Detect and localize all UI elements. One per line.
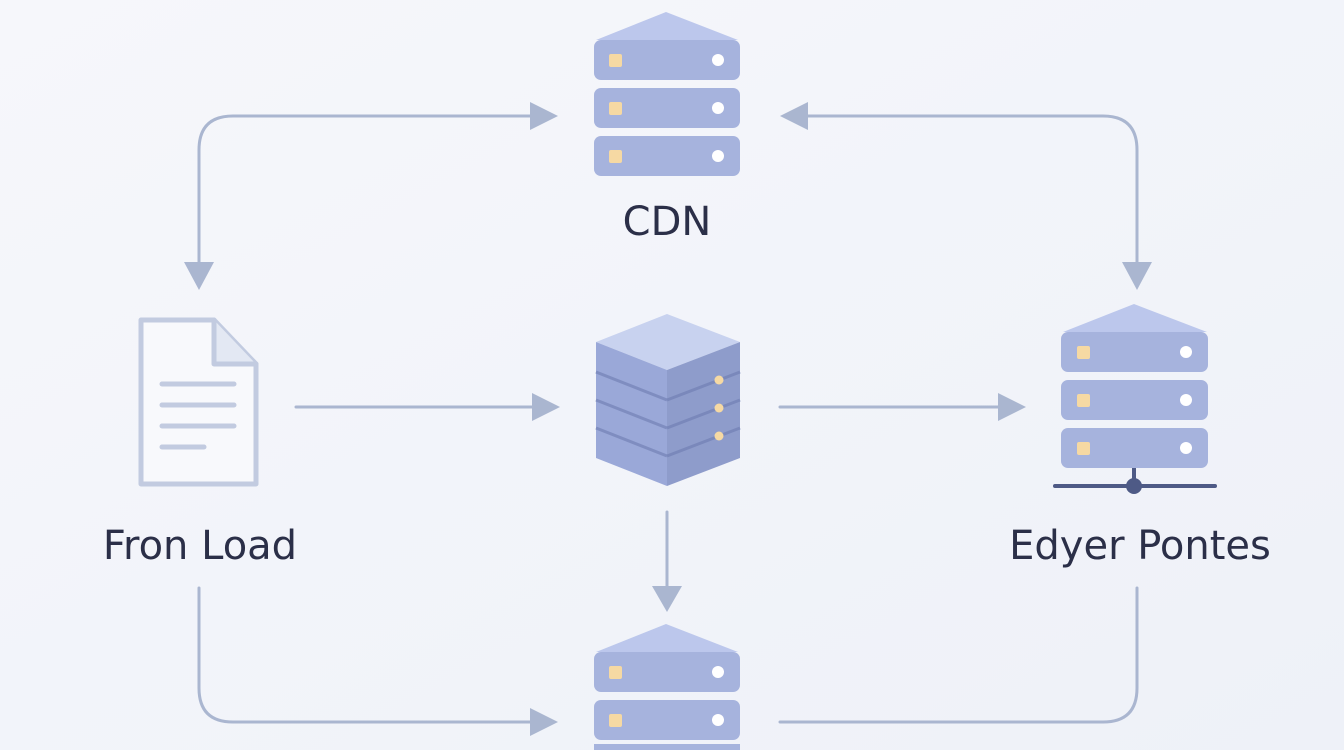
connector-front-to-bottom xyxy=(197,586,534,724)
edge-server-icon xyxy=(1053,304,1217,494)
arrowhead-right-edge xyxy=(998,393,1026,421)
document-icon xyxy=(138,317,259,487)
connector-front-to-cdn xyxy=(197,114,534,268)
arrowhead-down-bottom xyxy=(652,586,682,612)
front-load-label: Fron Load xyxy=(102,523,298,569)
origin-server-cube-icon xyxy=(595,314,741,486)
arrowhead-right-bottom xyxy=(530,708,558,736)
arrowhead-right-origin xyxy=(532,393,560,421)
edge-points-label: Edyer Pontes xyxy=(1009,523,1271,569)
arrowhead-right-cdn xyxy=(530,102,558,130)
arrowhead-down-front xyxy=(184,262,214,290)
bottom-server-icon xyxy=(594,624,740,750)
cdn-server-icon xyxy=(594,12,740,176)
arrowhead-down-edge xyxy=(1122,262,1152,290)
connector-cdn-to-edge xyxy=(806,114,1139,266)
arrowhead-left-cdn xyxy=(780,102,808,130)
connector-edge-to-bottom xyxy=(778,586,1139,724)
cdn-label: CDN xyxy=(622,199,712,245)
